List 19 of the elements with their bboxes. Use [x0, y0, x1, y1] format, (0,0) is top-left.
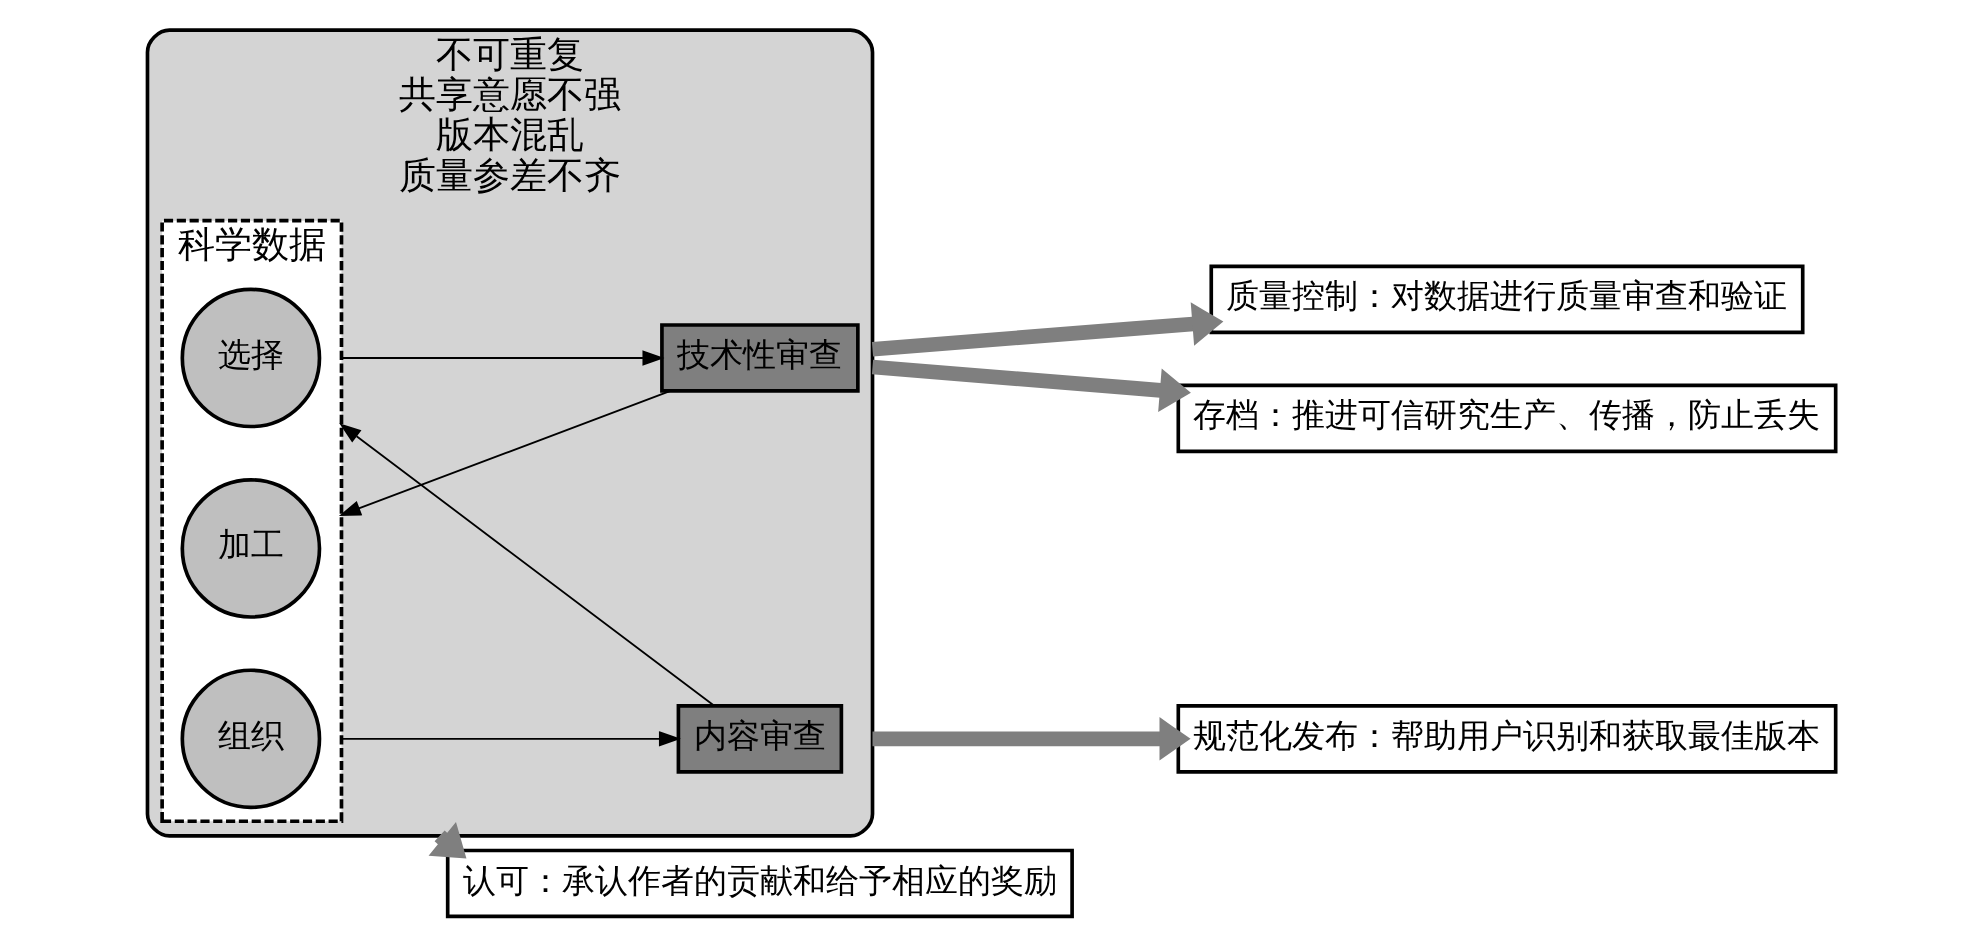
- arrow: [340, 731, 681, 747]
- node-circle: 加工: [180, 478, 322, 619]
- arrow: [871, 359, 1191, 413]
- arrow: [339, 423, 715, 707]
- cluster: [145, 28, 875, 838]
- node-box: 技术性审查: [660, 323, 860, 393]
- arrow: [428, 821, 467, 859]
- node-box: 内容审查: [676, 704, 844, 774]
- node-circle: 选择: [180, 287, 322, 429]
- arrow: [871, 302, 1224, 357]
- arrow: [340, 350, 665, 366]
- node-box: 质量控制：对数据进行质量审查和验证: [1209, 264, 1805, 335]
- node-box: 存档：推进可信研究生产、传播，防止丢失: [1176, 383, 1838, 454]
- arrow: [338, 390, 672, 516]
- node-label: 不可重复: [436, 32, 584, 76]
- node-circle: 组织: [180, 668, 322, 810]
- node-box: 规范化发布：帮助用户识别和获取最佳版本: [1176, 704, 1838, 774]
- node-box: 认可：承认作者的贡献和给予相应的奖励: [445, 848, 1074, 919]
- arrow: [872, 717, 1191, 761]
